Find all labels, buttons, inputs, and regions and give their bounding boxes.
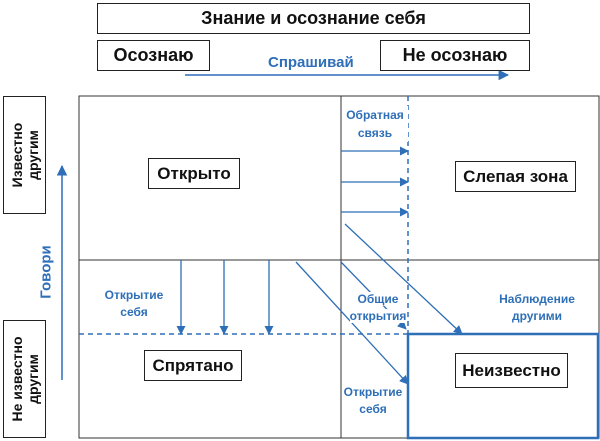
open-text: Открыто (157, 163, 231, 183)
unknown-line-1: Не известно (8, 336, 25, 422)
open-quadrant-label: Открыто (148, 158, 240, 189)
window-outer-border (78, 95, 600, 439)
shared-line-2: открытия (349, 309, 407, 323)
shared-line-1: Общие (357, 292, 399, 306)
known-label: Известно другим (9, 123, 41, 188)
diagonal-arrow-3 (295, 261, 409, 385)
feedback-line-1: Обратная (346, 108, 404, 122)
ask-label: Спрашивай (268, 54, 354, 71)
blind-quadrant-label: Слепая зона (455, 161, 576, 192)
aware-box: Осознаю (97, 40, 210, 71)
known-line-2: другим (24, 130, 41, 180)
unknown-quadrant-label: Неизвестно (455, 353, 568, 388)
hidden-text: Спрятано (152, 355, 234, 375)
unaware-box: Не осознаю (380, 40, 530, 71)
observation-line-2: другими (511, 309, 563, 323)
unaware-label: Не осознаю (402, 45, 508, 65)
unknown-others-box: Не известно другим (3, 320, 46, 438)
unknown-others-label: Не известно другим (9, 336, 41, 421)
unknown-text: Неизвестно (462, 360, 561, 380)
known-box: Известно другим (3, 96, 46, 214)
diagonal-arrow-1 (344, 223, 463, 335)
shared-discoveries-annotation: Общие открытия (343, 291, 413, 325)
title-box: Знание и осознание себя (97, 3, 530, 34)
unknown-line-2: другим (24, 354, 41, 404)
hidden-quadrant-label: Спрятано (144, 350, 242, 381)
self-disclosure-2-line-1: Открытие (343, 385, 403, 399)
observation-annotation: Наблюдение другими (492, 291, 582, 325)
self-disclosure-line-2: себя (120, 305, 148, 319)
aware-label: Осознаю (113, 45, 194, 65)
self-disclosure-2-annotation: Открытие себя (338, 384, 408, 418)
self-disclosure-annotation: Открытие себя (94, 287, 174, 321)
blind-text: Слепая зона (463, 166, 568, 186)
feedback-annotation: Обратная связь (342, 106, 408, 142)
tell-label: Говори (37, 245, 55, 299)
self-disclosure-line-1: Открытие (104, 288, 164, 302)
self-disclosure-2-line-2: себя (359, 402, 387, 416)
feedback-line-2: связь (357, 126, 393, 140)
unknown-highlight-border (406, 332, 600, 440)
known-line-1: Известно (8, 122, 25, 188)
title-text: Знание и осознание себя (201, 8, 426, 28)
observation-line-1: Наблюдение (499, 292, 575, 306)
